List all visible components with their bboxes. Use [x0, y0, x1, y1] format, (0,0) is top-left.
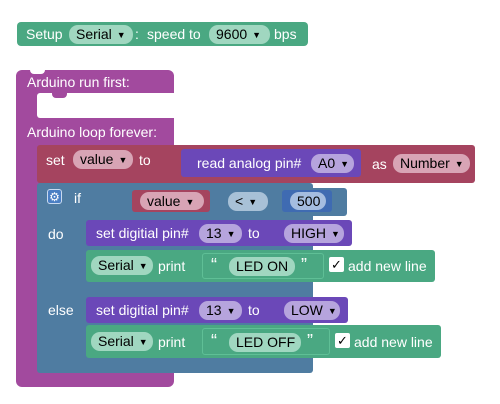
- digital-pin-dropdown[interactable]: 13 ▼: [199, 301, 242, 320]
- serial-print-block[interactable]: Serial ▼ print “ LED ON ” ✓ add new line: [86, 250, 435, 282]
- newline-checkbox[interactable]: ✓: [335, 333, 350, 348]
- run-first-label: Arduino run first:: [27, 74, 130, 90]
- analog-pin-dropdown[interactable]: A0 ▼: [311, 154, 354, 173]
- to-label: to: [248, 302, 260, 318]
- chevron-down-icon: ▼: [340, 159, 350, 169]
- digital-pin-value: 13: [206, 302, 222, 318]
- serial-port-dropdown[interactable]: Serial ▼: [69, 25, 133, 44]
- set-variable-block[interactable]: set value ▼ to read analog pin# A0 ▼ as Nu…: [37, 145, 475, 183]
- loop-label: Arduino loop forever:: [27, 124, 157, 140]
- print-label: print: [158, 334, 186, 350]
- newline-checkbox[interactable]: ✓: [329, 257, 344, 272]
- type-dropdown[interactable]: Number ▼: [393, 154, 470, 173]
- to-label: to: [139, 152, 151, 168]
- comparison-block[interactable]: value▼ <▼ 500: [122, 188, 347, 216]
- set-digital-pin-block[interactable]: set digitial pin# 13 ▼ to HIGH ▼: [86, 220, 352, 246]
- chevron-down-icon: ▼: [331, 229, 340, 239]
- number-field[interactable]: 500: [290, 192, 326, 210]
- digital-pin-dropdown[interactable]: 13 ▼: [199, 224, 242, 243]
- set-digital-pin-block[interactable]: set digitial pin# 13 ▼ to LOW ▼: [86, 297, 348, 323]
- chevron-down-icon: ▼: [226, 306, 236, 316]
- pin-state-dropdown[interactable]: LOW ▼: [284, 301, 340, 320]
- newline-label: add new line: [348, 258, 427, 274]
- setup-colon: :: [135, 26, 139, 42]
- chevron-down-icon: ▼: [185, 197, 195, 207]
- serial-port-dropdown[interactable]: Serial ▼: [91, 332, 153, 351]
- pin-state-value: LOW: [291, 302, 323, 318]
- set-digital-label: set digitial pin#: [96, 302, 189, 318]
- read-analog-block[interactable]: read analog pin# A0 ▼: [181, 149, 361, 177]
- chevron-down-icon: ▼: [248, 197, 258, 207]
- chevron-down-icon: ▼: [138, 261, 148, 271]
- text-block[interactable]: “ LED OFF ”: [202, 328, 330, 355]
- chevron-down-icon: ▼: [226, 229, 236, 239]
- variable-dropdown[interactable]: value ▼: [140, 192, 204, 210]
- chevron-down-icon: ▼: [454, 159, 464, 169]
- newline-label: add new line: [354, 334, 433, 350]
- set-digital-label: set digitial pin#: [96, 225, 189, 241]
- serial-port-value: Serial: [98, 333, 134, 349]
- setup-serial-block[interactable]: Setup Serial ▼ : speed to 9600 ▼ bps: [17, 22, 308, 46]
- read-analog-label: read analog pin#: [197, 155, 302, 171]
- as-label: as: [372, 156, 387, 172]
- pin-state-dropdown[interactable]: HIGH ▼: [284, 224, 344, 243]
- close-quote-icon: ”: [307, 331, 313, 351]
- text-field[interactable]: LED ON: [229, 257, 295, 276]
- serial-port-value: Serial: [98, 257, 134, 273]
- text-value: LED OFF: [236, 334, 296, 350]
- digital-pin-value: 13: [206, 225, 222, 241]
- text-value: LED ON: [236, 258, 289, 274]
- speed-label: speed to: [147, 26, 201, 42]
- chevron-down-icon: ▼: [327, 306, 337, 316]
- open-quote-icon: “: [211, 255, 217, 275]
- else-label: else: [48, 302, 74, 318]
- chevron-down-icon: ▼: [252, 30, 262, 40]
- open-quote-icon: “: [211, 331, 217, 351]
- speed-value: 9600: [216, 26, 248, 42]
- chevron-down-icon: ▼: [138, 337, 148, 347]
- variable-name: value: [147, 193, 181, 209]
- number-block[interactable]: 500: [282, 190, 332, 212]
- serial-print-block[interactable]: Serial ▼ print “ LED OFF ” ✓ add new line: [86, 325, 441, 358]
- to-label: to: [248, 225, 260, 241]
- analog-pin-value: A0: [318, 155, 336, 171]
- if-label: if: [74, 190, 81, 206]
- variable-dropdown[interactable]: value ▼: [73, 150, 133, 169]
- text-block[interactable]: “ LED ON ”: [202, 253, 324, 279]
- serial-port-dropdown[interactable]: Serial ▼: [91, 256, 153, 275]
- do-label: do: [48, 226, 64, 242]
- number-value: 500: [297, 193, 321, 209]
- chevron-down-icon: ▼: [116, 30, 126, 40]
- set-label: set: [46, 152, 65, 168]
- type-value: Number: [400, 155, 450, 171]
- block-notch: [30, 70, 45, 74]
- pin-state-value: HIGH: [291, 225, 326, 241]
- setup-label: Setup: [26, 26, 63, 42]
- block-notch: [52, 93, 67, 98]
- close-quote-icon: ”: [301, 255, 307, 275]
- operator-dropdown[interactable]: <▼: [228, 192, 268, 211]
- text-field[interactable]: LED OFF: [229, 333, 301, 352]
- chevron-down-icon: ▼: [118, 155, 128, 165]
- serial-port-value: Serial: [76, 26, 112, 42]
- unit-label: bps: [274, 26, 297, 42]
- variable-name: value: [80, 151, 114, 167]
- gear-icon[interactable]: ⚙: [47, 189, 62, 204]
- print-label: print: [158, 258, 186, 274]
- variable-getter-block[interactable]: value ▼: [132, 190, 210, 212]
- operator-value: <: [235, 193, 244, 209]
- speed-dropdown[interactable]: 9600 ▼: [209, 25, 270, 44]
